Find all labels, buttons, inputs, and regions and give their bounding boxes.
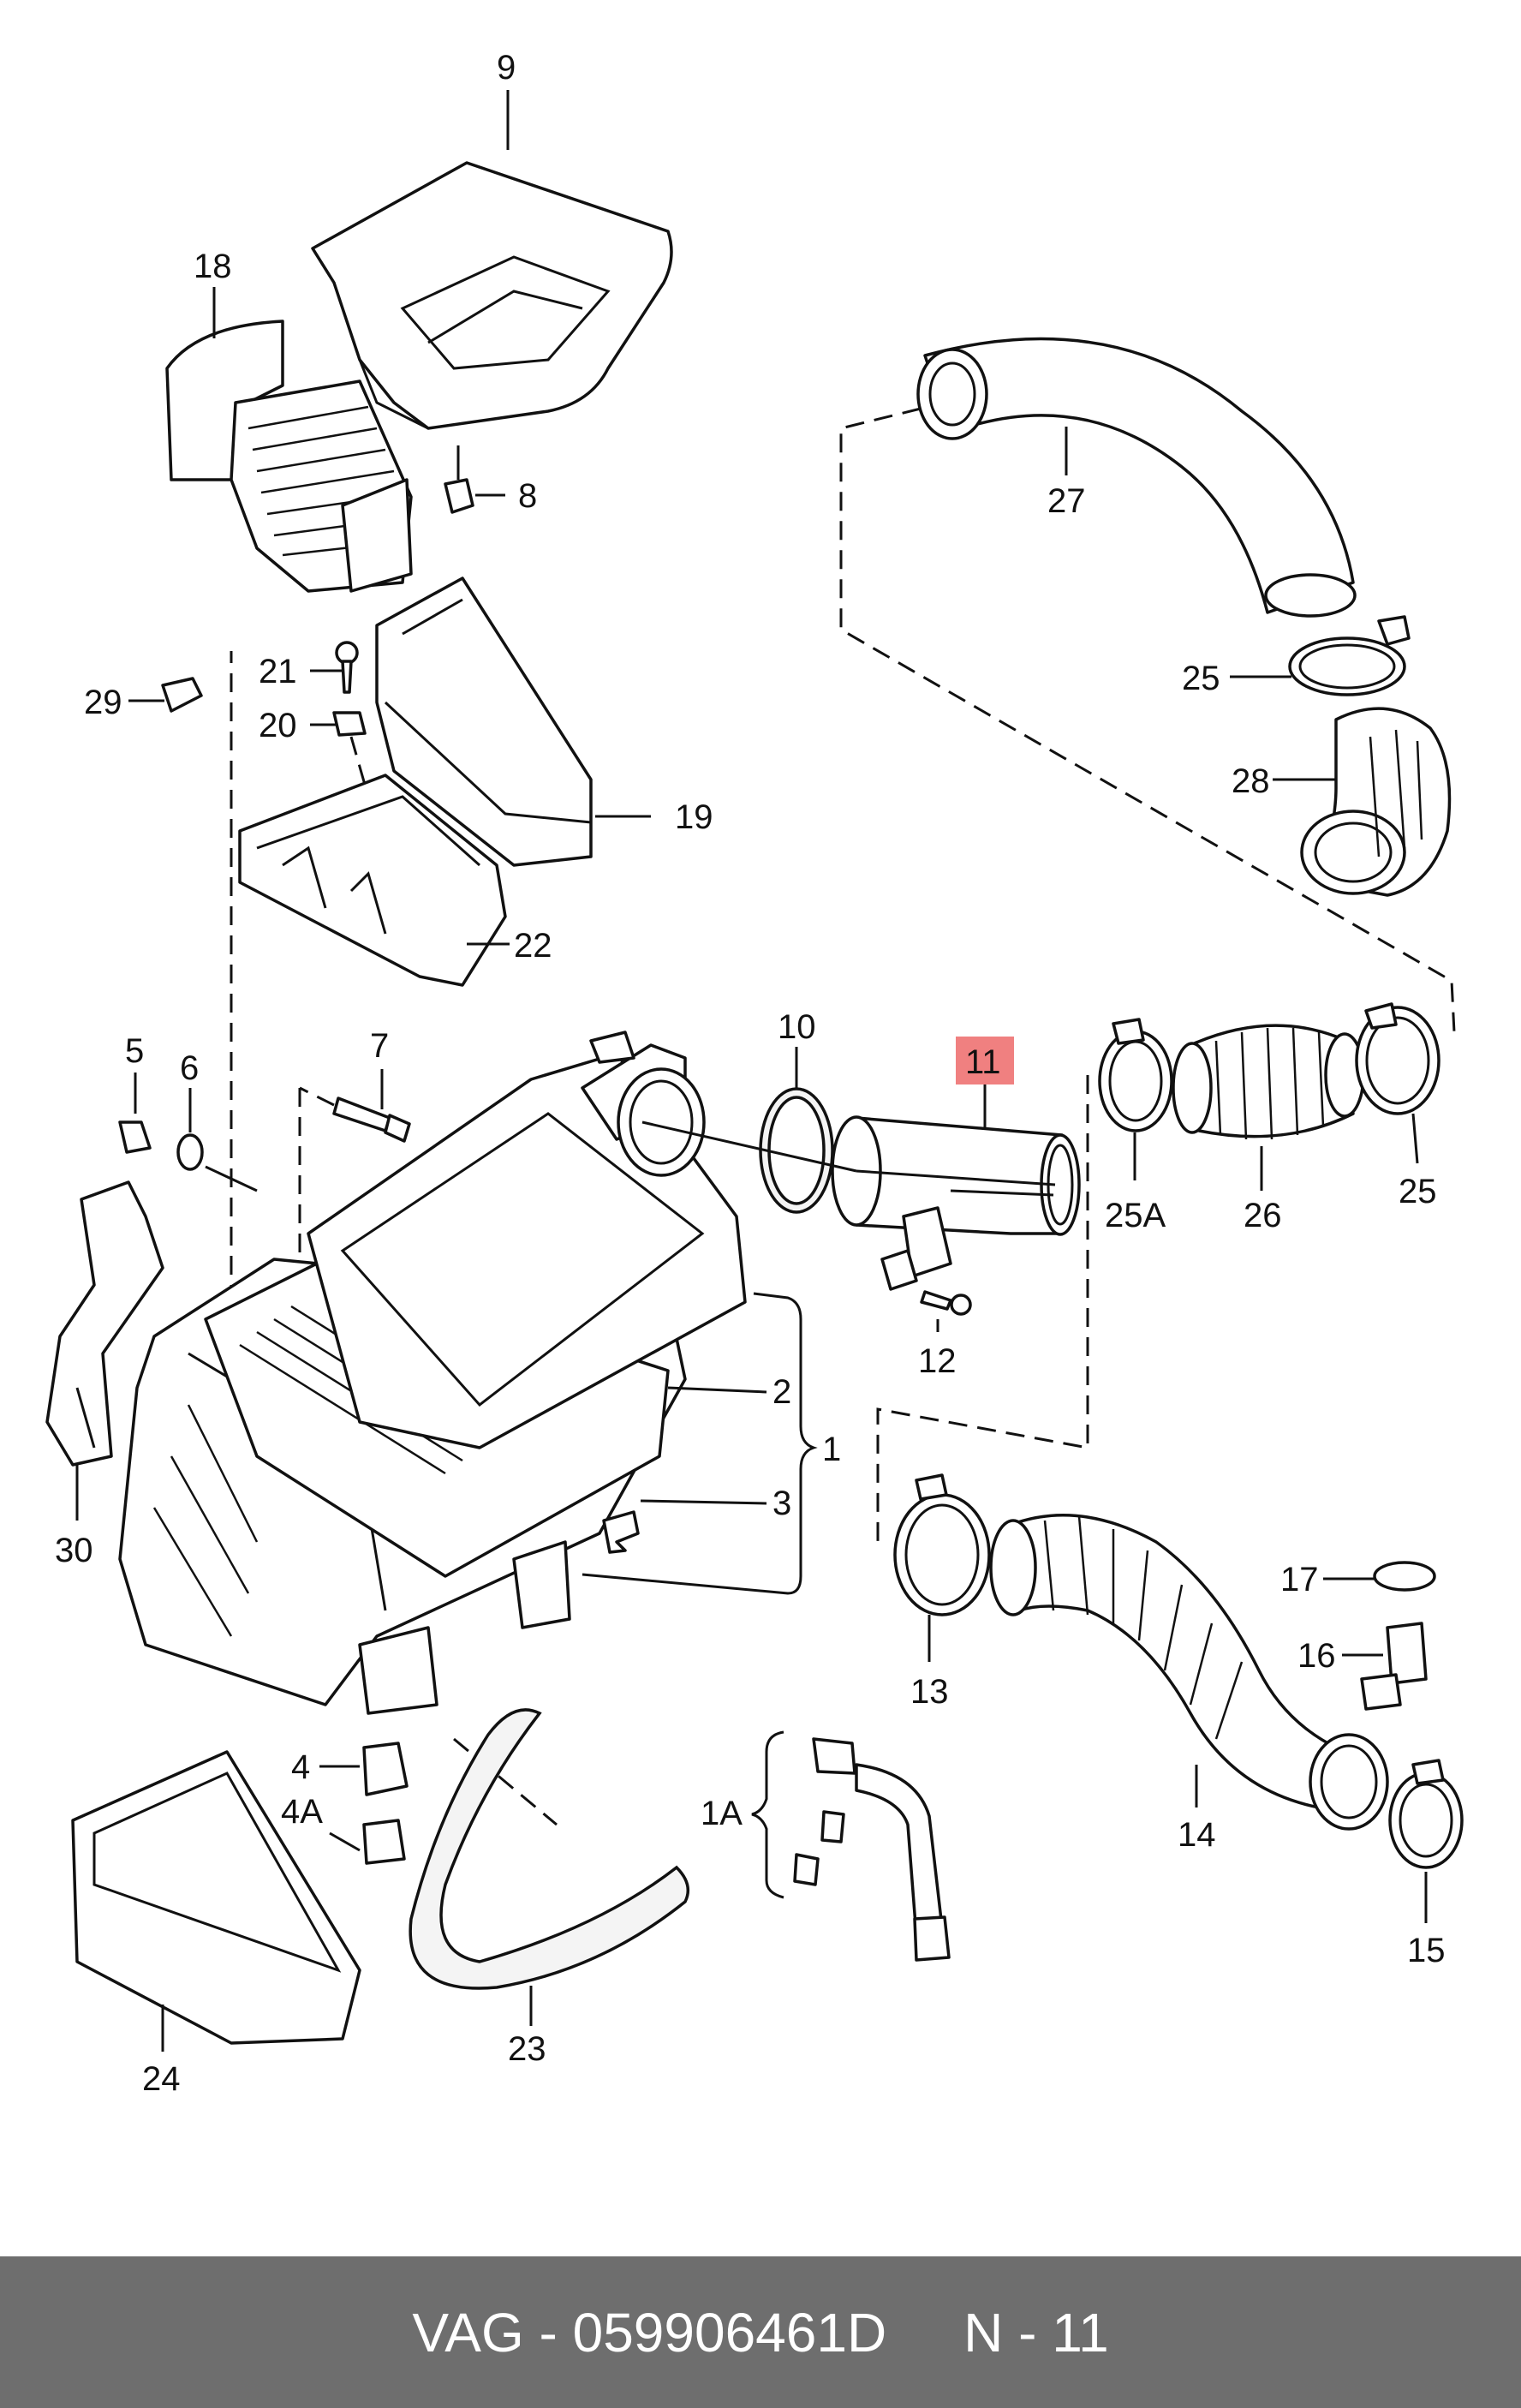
clamp-25-right (1355, 1002, 1440, 1164)
callout-21: 21 (259, 653, 297, 690)
callout-27: 27 (1047, 482, 1086, 520)
callout-2: 2 (772, 1373, 791, 1411)
screw-12 (920, 1290, 972, 1332)
callout-3: 3 (772, 1485, 791, 1522)
air-guide-19 (375, 577, 651, 867)
callout-1a: 1A (701, 1795, 743, 1832)
callout-22: 22 (514, 927, 552, 965)
nut-20 (310, 711, 370, 798)
hose-14 (989, 1514, 1389, 1831)
hose-26 (1172, 1024, 1365, 1191)
clip-29 (128, 677, 203, 713)
parts-diagram: 1 1A 2 3 4 4A 5 6 7 8 9 10 11 12 13 14 1… (45, 49, 1464, 2098)
clamp-13 (893, 1473, 991, 1662)
callout-23: 23 (508, 2030, 546, 2068)
callout-15: 15 (1407, 1932, 1446, 1969)
callout-17: 17 (1280, 1561, 1319, 1598)
washer-6 (176, 1088, 258, 1192)
callout-25-right: 25 (1399, 1173, 1437, 1210)
screw-21 (310, 641, 359, 694)
callout-4: 4 (291, 1748, 310, 1786)
callout-5: 5 (125, 1032, 144, 1070)
o-ring-10 (759, 1047, 834, 1214)
callout-4a: 4A (281, 1793, 323, 1831)
part-number-footer: VAG - 059906461D N - 11 (0, 2256, 1521, 2408)
callout-30: 30 (55, 1532, 93, 1569)
callout-12: 12 (918, 1342, 957, 1380)
callout-24: 24 (142, 2060, 181, 2098)
callout-10: 10 (778, 1008, 816, 1046)
elbow-28 (1273, 707, 1452, 897)
callout-25: 25 (1182, 660, 1220, 697)
callout-7: 7 (370, 1027, 389, 1065)
callout-28: 28 (1232, 762, 1270, 800)
part-11-highlight (956, 1037, 1014, 1084)
callout-29: 29 (84, 684, 122, 721)
hose-27 (916, 337, 1357, 618)
rubber-mount-4a (329, 1819, 406, 1865)
callout-6: 6 (180, 1049, 199, 1087)
callout-14: 14 (1178, 1816, 1216, 1854)
callout-9: 9 (497, 49, 516, 87)
callout-25a: 25A (1105, 1197, 1166, 1234)
callout-26: 26 (1244, 1197, 1282, 1234)
clip-3 (602, 1499, 767, 1554)
callout-18: 18 (194, 248, 232, 285)
intake-hose-18 (165, 287, 413, 593)
rubber-mount-4 (319, 1742, 409, 1796)
callout-20: 20 (259, 707, 297, 744)
callout-19: 19 (675, 798, 713, 836)
clamp-25a (1098, 1018, 1173, 1180)
clip-17 (1323, 1561, 1436, 1592)
clamp-25-upper (1230, 615, 1411, 696)
part-number-text: VAG - 059906461D (412, 2301, 887, 2363)
callout-16: 16 (1297, 1637, 1336, 1675)
bracket-set-1a (751, 1730, 951, 1962)
bracket-30 (45, 1180, 164, 1521)
diagram-position-text: N - 11 (963, 2301, 1109, 2363)
connector-16 (1342, 1622, 1428, 1711)
callout-1: 1 (822, 1431, 841, 1468)
air-mass-meter-11 (831, 1081, 1081, 1291)
lower-cover-24 (71, 1750, 361, 2052)
air-guide-22 (238, 774, 510, 987)
callout-8: 8 (518, 477, 537, 515)
clip-8 (444, 445, 505, 514)
bolt-7 (299, 1069, 411, 1143)
seal-strip-23 (409, 1708, 690, 2026)
clamp-15 (1388, 1759, 1464, 1923)
callout-11: 11 (965, 1043, 1001, 1081)
grommet-5 (118, 1073, 152, 1154)
air-filter-housing-1 (118, 1031, 1056, 1715)
air-duct-cover-9 (311, 90, 673, 430)
callout-labels: 1 1A 2 3 4 4A 5 6 7 8 9 10 11 12 13 14 1… (55, 49, 1446, 2098)
callout-13: 13 (910, 1673, 949, 1711)
